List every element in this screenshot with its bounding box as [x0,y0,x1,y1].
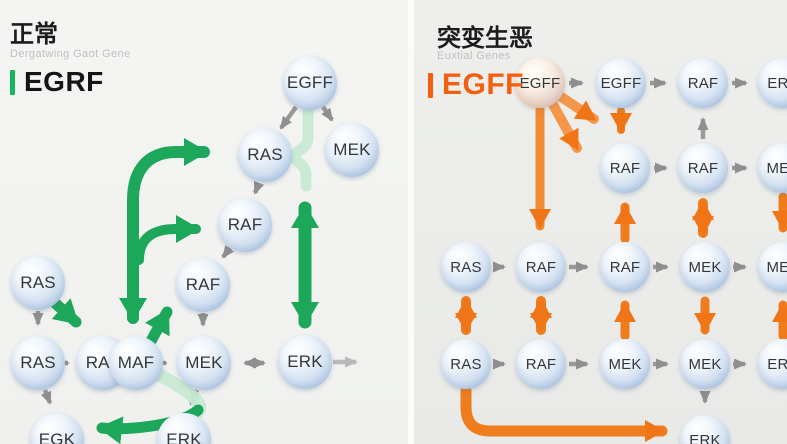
panel-normal-subtitle: Dergatwing Gaot Gene [10,48,131,60]
node-erk: ERK [758,58,787,108]
node-erk: ERK [758,339,787,389]
node-raf: RAF [218,198,272,252]
panel-divider [408,0,414,444]
node-ras: RAS [238,128,292,182]
node-raf: RAF [678,143,728,193]
node-egff: EGFF [283,56,337,110]
panel-normal-gene-label: EGRF [10,66,104,98]
node-raf: RAF [600,242,650,292]
panel-mutant-gene-label: EGFF [428,68,524,102]
node-mek: MEK [680,242,730,292]
node-mek: MEK [600,339,650,389]
node-raf: RAF [600,143,650,193]
node-egff: EGFF [596,58,646,108]
node-mek: MEK [680,339,730,389]
node-ras: RAS [441,242,491,292]
gene-name: EGRF [24,66,104,97]
node-mek: MEK [758,242,787,292]
node-ras: RAS [441,339,491,389]
node-erk: ERK [680,415,730,444]
panel-mutant-title: 突变生恶 [437,25,533,52]
panel-mutant: 突变生恶 Euxtial Genes EGFF [414,0,787,444]
panel-mutant-subtitle: Euxtial Genes [437,50,511,62]
node-mek: MEK [177,336,231,390]
node-raf: RAF [516,339,566,389]
node-raf: RAF [176,258,230,312]
green-accent-bar [10,69,15,95]
node-raf: RAF [516,242,566,292]
panel-normal: 正常 Dergatwing Gaot Gene EGRF [0,0,408,444]
node-mek: MEK [758,143,787,193]
node-maf: MAF [109,336,163,390]
panel-normal-title: 正常 [10,21,58,48]
node-raf: RAF [678,58,728,108]
node-mek: MEK [325,123,379,177]
node-ras: RAS [11,336,65,390]
orange-accent-bar [428,72,433,98]
node-egk: EGK [30,413,84,444]
node-erk: ERK [157,413,211,444]
node-ras: RAS [11,256,65,310]
gene-name: EGFF [442,68,524,101]
node-erk: ERK [278,335,332,389]
